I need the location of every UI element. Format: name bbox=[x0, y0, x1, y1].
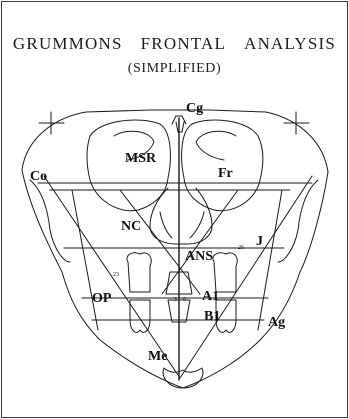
molar-left-upper bbox=[127, 253, 151, 292]
landmark-co-label: Co bbox=[30, 169, 47, 184]
zygomatic-arch-left bbox=[30, 180, 70, 262]
nasal-concha-left bbox=[160, 212, 172, 238]
landmark-j-label: J bbox=[256, 234, 263, 249]
co-me-line-right bbox=[180, 176, 312, 378]
fr-a1-line-right bbox=[162, 190, 238, 294]
tooth-number-left: 23 bbox=[113, 272, 119, 278]
face-outline bbox=[22, 170, 328, 388]
landmark-ag-label: Ag bbox=[268, 315, 285, 330]
landmark-op-label: OP bbox=[92, 291, 112, 306]
molar-right-upper bbox=[213, 253, 237, 292]
crista-galli-base bbox=[176, 122, 184, 132]
tooth-number-incisor-a: 3 bbox=[174, 297, 177, 303]
fr-a1-line-left bbox=[120, 190, 200, 294]
tooth-number-incisor-b: 6 bbox=[183, 297, 186, 303]
orbit-inner-right bbox=[196, 131, 236, 160]
nasal-concha-right bbox=[190, 212, 204, 238]
landmark-ans-label: ANS bbox=[185, 249, 213, 264]
landmark-b1-label: B1 bbox=[204, 309, 220, 324]
landmark-a1-label: A1 bbox=[202, 289, 219, 304]
landmark-cg-label: Cg bbox=[186, 101, 203, 116]
landmark-me-label: Me bbox=[148, 349, 167, 364]
landmark-fr-label: Fr bbox=[218, 166, 233, 181]
ramus-line-left bbox=[72, 190, 98, 330]
tooth-number-right: 26 bbox=[238, 245, 244, 251]
chin-outline bbox=[163, 368, 203, 388]
molar-left-lower bbox=[130, 300, 150, 332]
ramus-line-right bbox=[258, 190, 282, 330]
landmark-nc-label: NC bbox=[121, 219, 141, 234]
landmark-msr-label: MSR bbox=[125, 151, 157, 166]
cranium-outline bbox=[22, 110, 328, 172]
zygomatic-arch-right bbox=[278, 180, 318, 262]
registration-cross-left bbox=[39, 112, 64, 134]
